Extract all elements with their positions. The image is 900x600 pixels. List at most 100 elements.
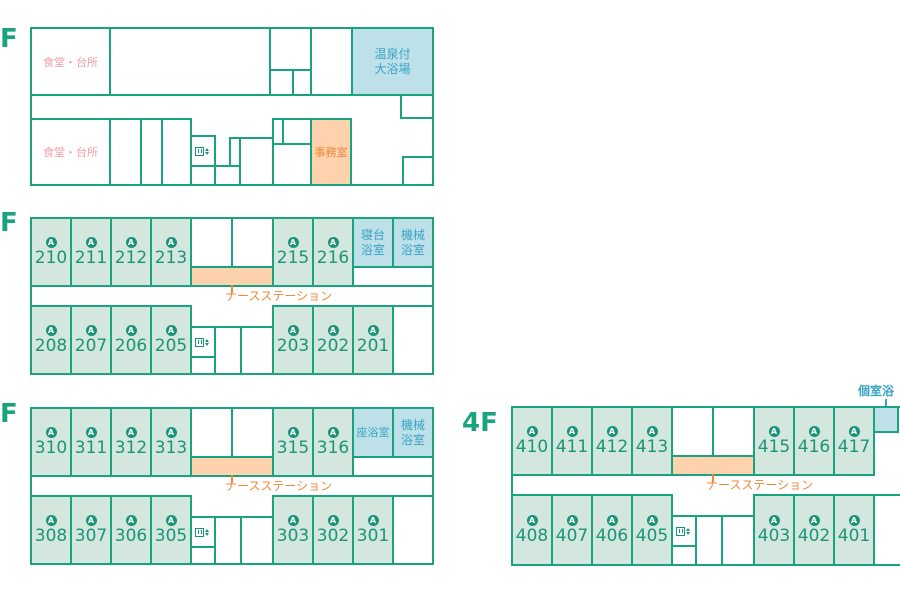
room[interactable] (402, 156, 434, 186)
nurse-station-area[interactable] (190, 266, 274, 287)
room[interactable] (231, 407, 274, 458)
room[interactable] (214, 326, 242, 375)
room[interactable] (190, 546, 216, 565)
room[interactable] (231, 217, 274, 268)
machine-bath-room[interactable]: 機械浴室 (392, 217, 434, 268)
room-number: 413 (635, 437, 669, 457)
room[interactable] (392, 305, 434, 375)
room[interactable] (272, 143, 312, 186)
dining-room-bottom[interactable]: 食堂・台所 (30, 118, 111, 186)
bath-label-line1: 寝台 (360, 228, 385, 243)
elevator-room[interactable] (671, 515, 697, 547)
machine-bath-room[interactable]: 機械浴室 (392, 407, 434, 458)
room[interactable] (190, 407, 233, 458)
room[interactable] (282, 118, 312, 145)
room[interactable] (392, 495, 434, 565)
room[interactable] (671, 406, 714, 457)
room[interactable] (352, 456, 434, 477)
office-room[interactable]: 事務室 (310, 118, 352, 186)
room[interactable] (269, 69, 294, 96)
room[interactable] (214, 516, 242, 565)
room[interactable] (671, 545, 697, 566)
room[interactable] (190, 356, 216, 375)
room[interactable] (240, 326, 274, 375)
elevator-room[interactable] (190, 326, 216, 358)
room-number: 308 (34, 526, 68, 546)
nurse-station-area[interactable] (190, 456, 274, 477)
private-bath-room[interactable] (873, 406, 899, 433)
hot-spring-bath[interactable]: 温泉付 大浴場 (351, 27, 434, 96)
dining-room-top[interactable]: 食堂・台所 (30, 27, 111, 96)
bath-label: 座浴室 (356, 425, 390, 439)
room[interactable] (269, 27, 312, 71)
room[interactable] (239, 137, 274, 186)
room[interactable] (240, 516, 274, 565)
floor-2-label: F (0, 208, 18, 238)
room[interactable] (695, 515, 723, 566)
room[interactable] (292, 69, 312, 96)
elevator-icon (195, 337, 211, 348)
room[interactable] (161, 118, 192, 186)
room-number: 210 (34, 248, 68, 268)
seated-bath-room[interactable]: 座浴室 (352, 407, 394, 458)
nurse-station-area[interactable] (671, 455, 755, 476)
elevator-room[interactable] (190, 135, 216, 167)
room[interactable] (214, 165, 241, 186)
room[interactable] (873, 494, 900, 566)
room[interactable] (352, 266, 434, 287)
room[interactable] (140, 118, 163, 186)
room[interactable] (190, 217, 233, 268)
bed-bath-room[interactable]: 寝台浴室 (352, 217, 394, 268)
accessible-badge-icon: A (165, 515, 177, 526)
room[interactable] (190, 165, 216, 186)
elevator-room[interactable] (190, 516, 216, 548)
room[interactable] (721, 515, 755, 566)
accessible-badge-icon: A (646, 515, 658, 526)
room[interactable] (400, 94, 434, 119)
room[interactable] (109, 118, 142, 186)
room[interactable] (712, 406, 755, 457)
room[interactable] (310, 27, 353, 96)
room[interactable] (109, 27, 271, 96)
